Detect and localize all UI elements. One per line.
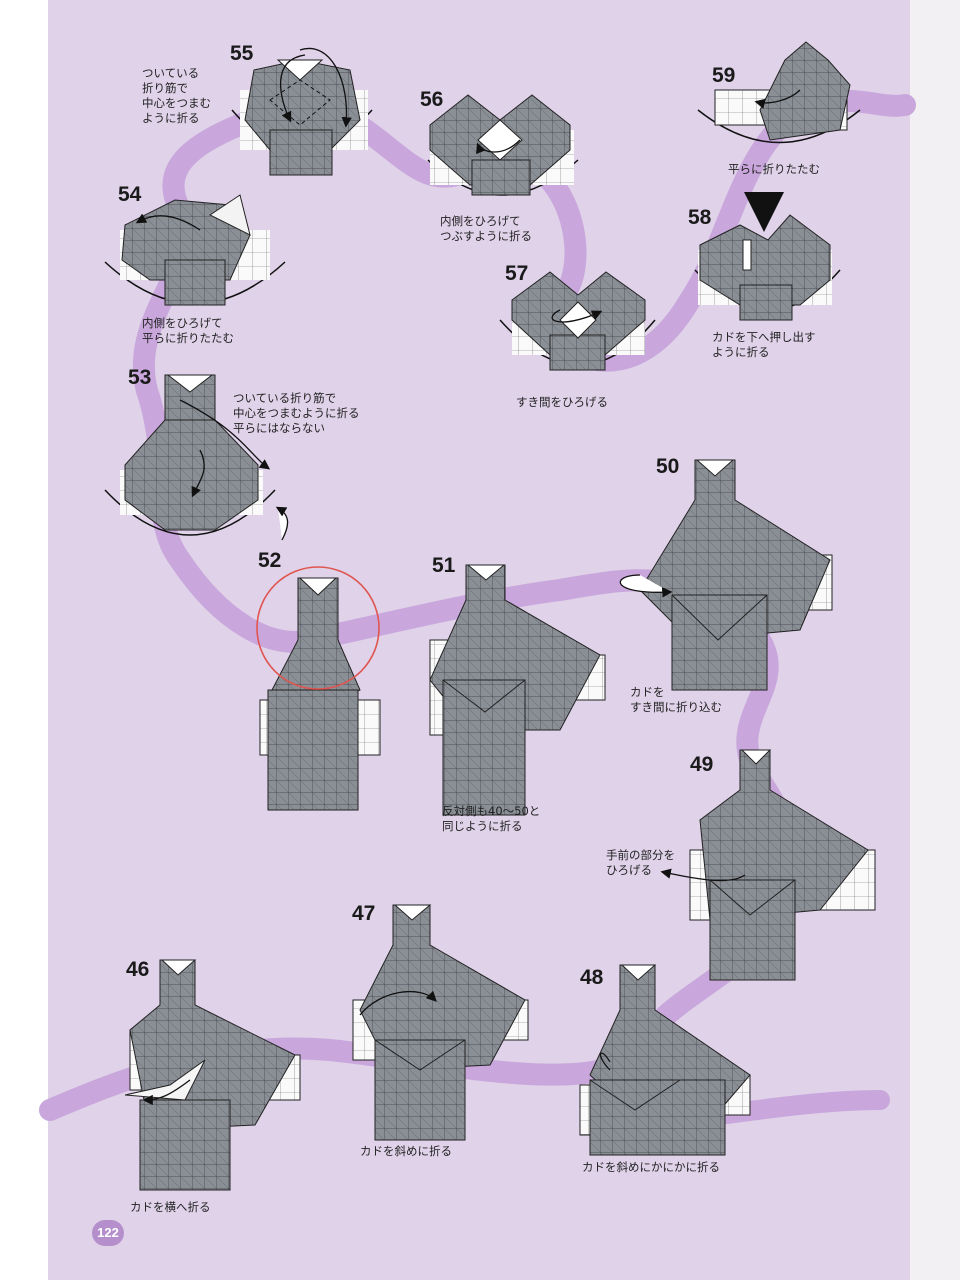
step-52-figure [256,566,381,811]
step-53-figure [104,374,289,541]
step-caption-55: ついている 折り筋で 中心をつまむ ように折る [142,66,211,125]
step-number-48: 48 [580,966,604,989]
step-54-figure [104,194,286,306]
step-caption-50: カドを すき間に折り込む [630,685,722,714]
step-50-figure [619,459,833,691]
step-number-46: 46 [126,958,150,981]
step-number-52: 52 [258,549,282,572]
step-58-figure [694,192,841,321]
step-caption-49: 手前の部分を ひろげる [606,848,675,877]
step-49-figure [660,749,876,981]
step-number-55: 55 [230,42,254,65]
step-46-figure [124,959,301,1191]
step-48-figure [579,964,751,1156]
step-caption-54: 内側をひろげて 平らに折りたたむ [142,316,234,345]
step-number-59: 59 [712,64,736,87]
step-caption-47: カドを斜めに折る [360,1144,452,1158]
step-caption-59: 平らに折りたたむ [728,162,820,176]
page-edge [910,0,960,1280]
step-caption-58: カドを下へ押し出す ように折る [712,330,816,359]
step-caption-51: 反対側も40〜50と 同じように折る [442,804,541,833]
step-number-53: 53 [128,366,152,389]
step-caption-46: カドを横へ折る [130,1200,211,1214]
step-59-figure [697,41,861,144]
step-51-figure [429,564,606,816]
step-number-51: 51 [432,554,456,577]
step-56-figure [427,94,579,196]
step-caption-56: 内側をひろげて つぶすように折る [440,214,532,243]
step-number-50: 50 [656,455,680,478]
step-caption-48: カドを斜めにかにかに折る [582,1160,720,1174]
step-caption-57: すき間をひろげる [516,395,608,409]
step-number-58: 58 [688,206,712,229]
step-55-figure [231,47,373,176]
highlight-circle [256,566,380,690]
page-number: 122 [92,1220,124,1246]
step-57-figure [499,271,656,371]
step-number-54: 54 [118,183,142,206]
step-number-56: 56 [420,88,444,111]
step-caption-53: ついている折り筋で 中心をつまむように折る 平らにはならない [233,391,360,435]
step-number-49: 49 [690,753,714,776]
step-number-47: 47 [352,902,376,925]
step-number-57: 57 [505,262,529,285]
step-47-figure [352,904,529,1141]
